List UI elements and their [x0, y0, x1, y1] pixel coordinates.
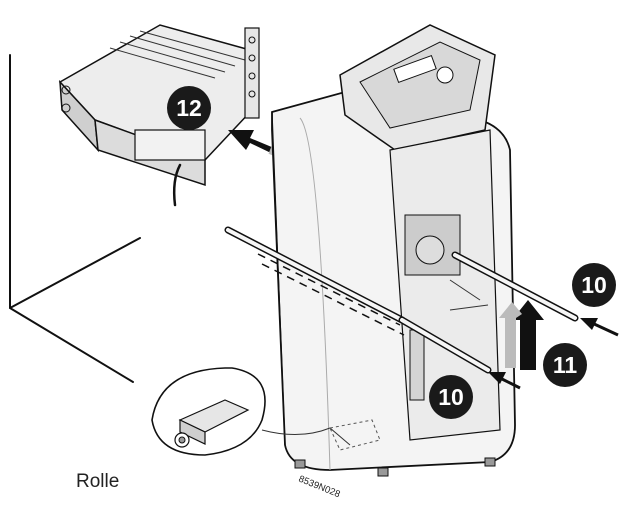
callout-10-bottom-label: 10	[438, 384, 464, 410]
rolle-detail	[151, 367, 381, 456]
callout-10-right: 10	[572, 263, 616, 307]
callout-12-label: 12	[176, 95, 202, 121]
callout-10-right-label: 10	[581, 272, 607, 298]
lift-arrow	[499, 300, 544, 370]
room-corner	[9, 54, 141, 383]
rolle-label: Rolle	[76, 471, 119, 492]
callout-11-label: 11	[553, 352, 578, 378]
push-arrow-bottom	[488, 372, 521, 390]
removed-frame-assembly	[58, 24, 260, 207]
push-arrow-right	[580, 318, 619, 337]
drawing-code: 8539N028	[297, 474, 342, 501]
callout-10-bottom: 10	[429, 375, 473, 419]
callout-12: 12	[167, 86, 211, 130]
boiler-unit	[271, 24, 516, 477]
callout-11: 11	[543, 343, 587, 387]
transport-rods	[224, 226, 579, 374]
